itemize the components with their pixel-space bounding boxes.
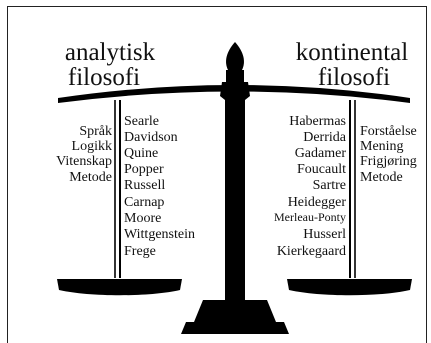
left-philosopher: Quine	[124, 146, 158, 161]
right-philosopher: Heidegger	[288, 195, 347, 210]
right-philosopher: Foucault	[297, 162, 346, 177]
left-theme: Vitenskap	[56, 154, 112, 169]
pillar-base	[194, 300, 276, 322]
right-theme: Metode	[360, 170, 403, 185]
pillar-neck	[226, 70, 244, 82]
right-philosopher: Kierkegaard	[277, 244, 346, 259]
pillar-finial	[226, 42, 244, 70]
right-theme: Mening	[360, 139, 404, 154]
left-themes: Språk Logikk Vitenskap Metode	[56, 124, 112, 185]
right-theme: Forståelse	[360, 124, 417, 139]
right-philosopher: Merleau-Ponty	[274, 210, 346, 224]
right-title-line1: kontinental	[296, 39, 409, 66]
right-philosopher: Sartre	[313, 178, 346, 193]
right-pan	[287, 279, 412, 295]
left-title-line1: analytisk	[65, 39, 156, 66]
left-philosopher: Moore	[124, 211, 161, 226]
left-philosopher: Popper	[124, 162, 164, 177]
left-philosopher: Searle	[124, 114, 159, 129]
left-philosopher: Russell	[124, 178, 165, 193]
left-philosopher: Wittgenstein	[124, 227, 195, 242]
left-theme: Språk	[79, 124, 112, 139]
right-themes: Forståelse Mening Frigjøring Metode	[360, 124, 417, 185]
pillar-foot	[181, 322, 289, 334]
left-philosophers: Searle Davidson Quine Popper Russell Car…	[124, 114, 195, 259]
right-philosopher: Gadamer	[295, 146, 347, 161]
left-theme: Metode	[69, 170, 112, 185]
left-theme: Logikk	[72, 139, 112, 154]
pillar-column	[220, 82, 250, 300]
right-philosopher: Derrida	[303, 130, 347, 145]
right-philosopher: Habermas	[289, 114, 346, 129]
left-philosopher: Carnap	[124, 195, 164, 210]
right-theme: Frigjøring	[360, 154, 417, 169]
left-pan	[57, 279, 182, 295]
left-philosopher: Frege	[124, 244, 156, 259]
left-title-line2: filosofi	[68, 64, 140, 91]
right-philosopher: Husserl	[303, 227, 346, 242]
left-philosopher: Davidson	[124, 130, 178, 145]
right-title-line2: filosofi	[318, 64, 390, 91]
right-philosophers: Habermas Derrida Gadamer Foucault Sartre…	[274, 114, 347, 259]
